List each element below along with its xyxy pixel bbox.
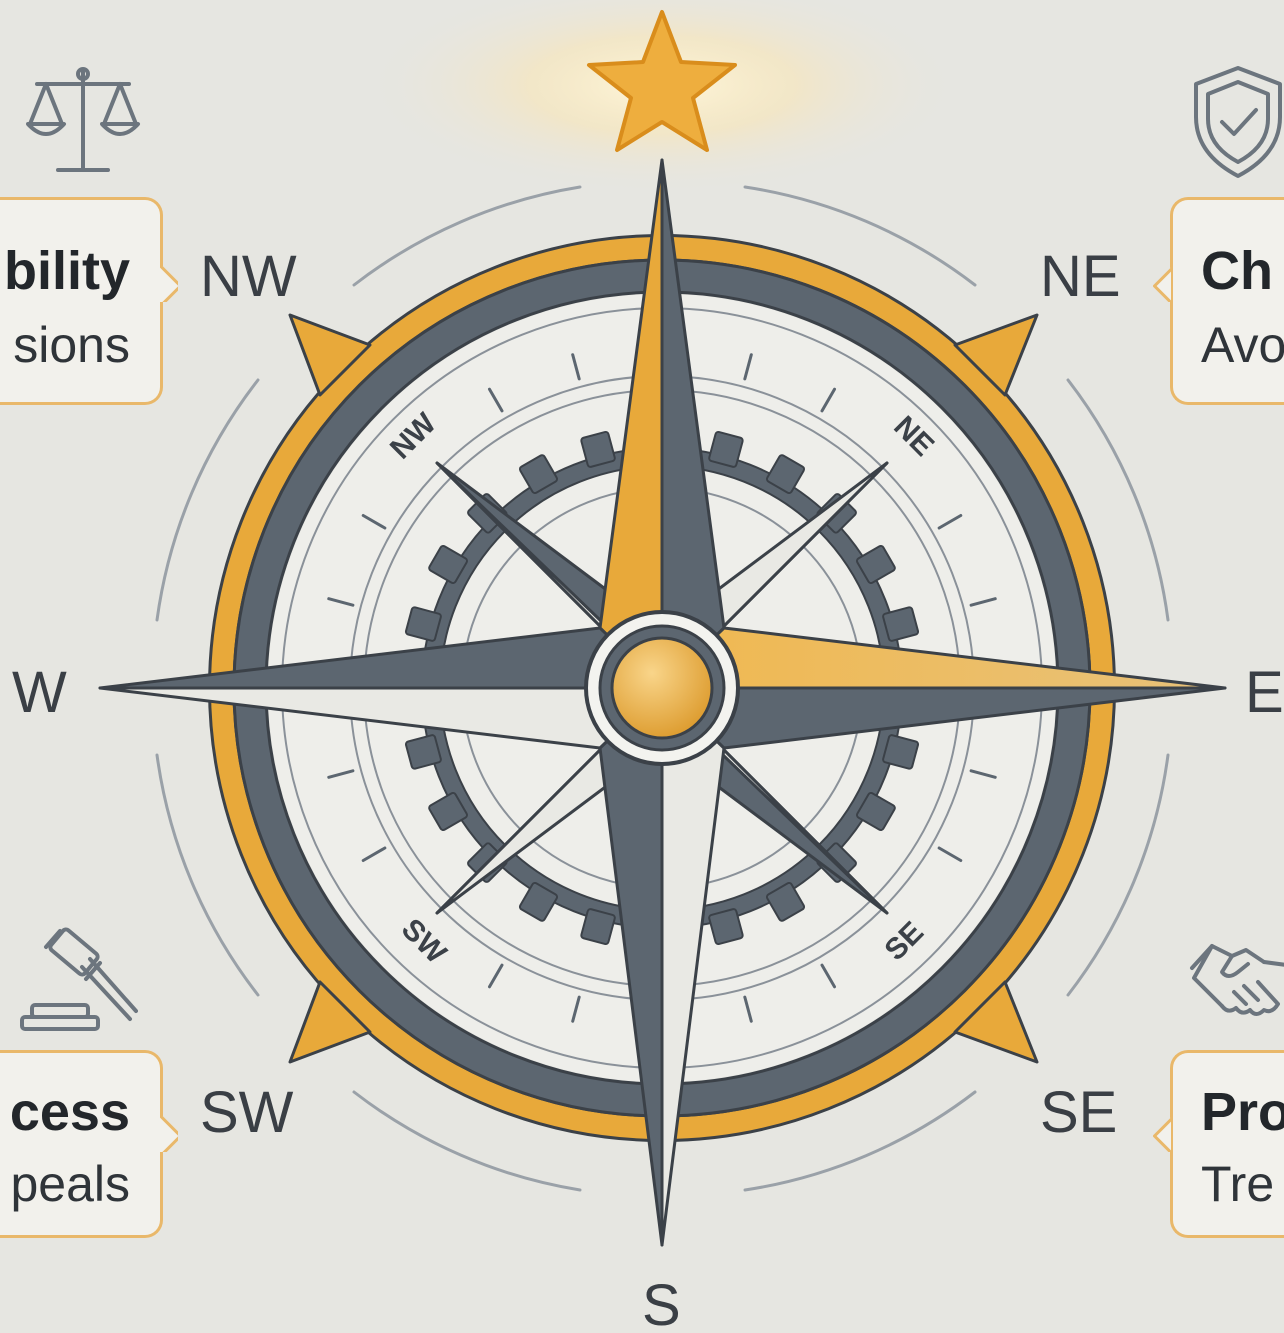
gear-tooth: [428, 791, 468, 832]
tick-marks: [327, 353, 997, 1023]
gear-tooth: [580, 430, 616, 468]
box-title-bottom-left: cess: [9, 1082, 130, 1142]
outer-arc-left-low: [155, 753, 260, 997]
tick-mark: [820, 387, 836, 413]
box-pointer-top-left: [160, 266, 178, 302]
outer-arc-top-right: [743, 185, 977, 287]
tick-mark: [488, 963, 504, 989]
box-subtitle-bottom-right: Tre: [1201, 1156, 1275, 1212]
box-title-top-right: Ch: [1201, 241, 1273, 301]
tick-mark: [488, 387, 504, 413]
gear-tooth: [708, 430, 744, 468]
tick-mark: [327, 597, 355, 607]
tick-mark: [937, 514, 963, 530]
box-title-bottom-right: Pro: [1201, 1082, 1284, 1142]
gear-tooth: [580, 908, 616, 946]
gear-tooth: [882, 734, 920, 770]
label-box-top-left: bility sions: [0, 197, 163, 405]
tick-mark: [571, 353, 581, 381]
box-subtitle-top-right: Avo: [1201, 317, 1284, 373]
tick-mark: [327, 769, 355, 779]
tick-mark: [571, 995, 581, 1023]
outer-label-nw: NW: [200, 244, 297, 309]
tick-mark: [969, 769, 997, 779]
label-box-bottom-left: cess peals: [0, 1050, 163, 1238]
outer-label-se: SE: [1040, 1080, 1117, 1145]
outer-arc-bottom: [352, 1090, 582, 1192]
label-box-bottom-right: Pro Tre: [1170, 1050, 1284, 1238]
label-box-top-right: Ch Avo: [1170, 197, 1284, 405]
gear-tooth: [765, 454, 806, 494]
tick-mark: [820, 963, 836, 989]
box-subtitle-bottom-left: peals: [10, 1156, 130, 1212]
gear-tooth: [428, 544, 468, 585]
north-star-icon: [587, 10, 737, 152]
spike-se: [953, 980, 1039, 1064]
box-subtitle-top-left: sions: [13, 317, 130, 373]
gavel-icon: [20, 927, 138, 1031]
outer-label-sw: SW: [200, 1080, 294, 1145]
tick-mark: [361, 846, 387, 862]
spike-nw: [288, 313, 372, 397]
gear-tooth: [765, 882, 806, 922]
tick-mark: [969, 597, 997, 607]
tick-mark: [743, 353, 753, 381]
outer-arc-bottom-right: [743, 1090, 977, 1192]
outer-arc-right: [1066, 378, 1170, 622]
gear-tooth: [404, 734, 442, 770]
shield-check-icon: [1194, 66, 1282, 178]
gear-tooth: [518, 882, 559, 922]
outer-label-ne: NE: [1040, 244, 1121, 309]
outer-label-s: S: [642, 1273, 681, 1333]
gear-tooth: [856, 544, 896, 585]
outer-arcs: [155, 185, 1170, 1192]
tick-mark: [743, 995, 753, 1023]
outer-label-e: E: [1245, 660, 1284, 725]
box-pointer-bottom-left: [160, 1116, 178, 1152]
spike-sw: [288, 980, 372, 1064]
box-title-top-left: bility: [3, 241, 130, 301]
hub-gold: [610, 636, 714, 740]
outer-arc-right-low: [1066, 753, 1170, 997]
gear-tooth: [882, 606, 920, 642]
gear-tooth: [856, 791, 896, 832]
tick-mark: [361, 514, 387, 530]
outer-label-w: W: [12, 660, 67, 725]
gear-tooth: [708, 908, 744, 946]
box-pointer-top-right: [1153, 266, 1171, 302]
spike-ne: [953, 313, 1039, 397]
handshake-icon: [1190, 944, 1284, 1016]
box-pointer-bottom-right: [1153, 1116, 1171, 1152]
cardinal-points: [98, 158, 1227, 1247]
outer-arc-left: [155, 378, 260, 622]
gear-tooth: [518, 454, 559, 494]
outer-arc-top: [352, 185, 582, 287]
scales-icon: [26, 67, 140, 172]
diagonal-spikes: [288, 313, 1039, 1064]
tick-mark: [937, 846, 963, 862]
gear-tooth: [404, 606, 442, 642]
